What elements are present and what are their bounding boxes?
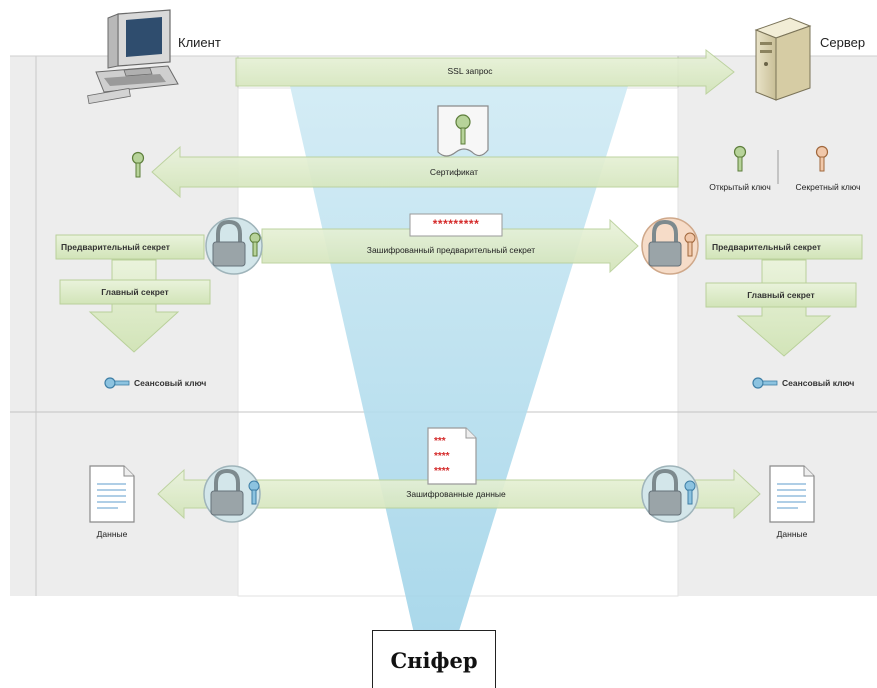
client-master-label: Главный секрет xyxy=(101,287,169,297)
ssl-request-label: SSL запрос xyxy=(447,66,493,76)
masked-data-line-3: **** xyxy=(434,466,450,477)
server-master-label: Главный секрет xyxy=(747,290,815,300)
client-label: Клиент xyxy=(178,35,221,50)
secret-key-label: Секретный ключ xyxy=(795,182,861,192)
server-session-key-label: Сеансовый ключ xyxy=(782,378,855,388)
server-session-key-icon xyxy=(752,377,778,389)
ssl-request-arrow xyxy=(235,48,735,96)
public-key-label: Открытый ключ xyxy=(709,182,771,192)
masked-secret-text: ********* xyxy=(432,217,480,231)
encrypted-data-label: Зашифрованные данные xyxy=(406,489,506,499)
server-label: Сервер xyxy=(820,35,866,50)
client-data-label: Данные xyxy=(96,529,128,539)
client-premaster-box xyxy=(55,234,205,260)
masked-data-document-icon xyxy=(427,427,477,485)
certificate-label: Сертификат xyxy=(429,167,479,177)
client-premaster-label: Предварительный секрет xyxy=(61,242,170,252)
public-key-icon xyxy=(733,145,747,172)
client-data-lock-icon xyxy=(203,465,261,523)
secret-key-icon xyxy=(815,145,829,172)
client-public-key-icon xyxy=(131,151,145,178)
sniffer-label: Сніфер xyxy=(390,648,478,673)
client-session-key-label: Сеансовый ключ xyxy=(134,378,207,388)
client-session-key-icon xyxy=(104,377,130,389)
server-master-box xyxy=(705,282,857,308)
encrypted-data-arrow xyxy=(157,468,761,520)
client-master-box xyxy=(59,279,211,305)
server-icon xyxy=(754,17,812,101)
server-lock-icon xyxy=(641,217,699,275)
server-premaster-label: Предварительный секрет xyxy=(712,242,821,252)
server-data-lock-icon xyxy=(641,465,699,523)
masked-data-line-2: **** xyxy=(434,451,450,462)
certificate-arrow xyxy=(151,145,679,199)
masked-data-line-1: *** xyxy=(434,436,446,447)
server-data-document-icon xyxy=(769,465,815,523)
computer-icon xyxy=(87,9,179,105)
server-flow-arrow xyxy=(736,259,832,357)
server-premaster-box xyxy=(705,234,863,260)
encrypted-premaster-label: Зашифрованный предварительный секрет xyxy=(366,245,536,255)
server-data-label: Данные xyxy=(776,529,808,539)
client-data-document-icon xyxy=(89,465,135,523)
sniffer-box: Сніфер xyxy=(372,630,496,688)
encrypted-premaster-arrow xyxy=(261,218,639,274)
client-lock-icon xyxy=(205,217,263,275)
masked-secret-card xyxy=(409,213,503,237)
certificate-icon xyxy=(437,105,489,157)
